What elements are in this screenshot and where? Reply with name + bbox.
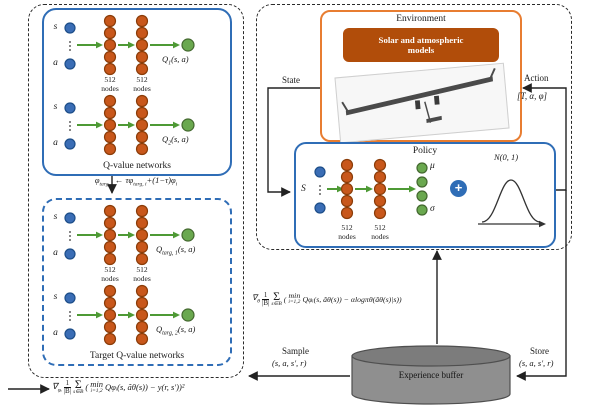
solar-atmospheric-models-box: Solar and atmospheric models bbox=[343, 28, 499, 62]
target-network-2-diagram bbox=[64, 284, 195, 346]
target-q-networks-box: s a Qtarg, 1(s, a) 512 nodes 512 nodes s… bbox=[42, 198, 232, 366]
q-network-2: s a Q2(s, a) bbox=[50, 94, 226, 158]
input-label-s: s bbox=[53, 22, 58, 32]
target-network-2: s a Qtarg, 2(s, a) bbox=[50, 284, 226, 348]
fraction: 1|B| bbox=[261, 290, 270, 307]
input-label-a: a bbox=[53, 328, 58, 338]
equation-body: Qφᵢ(s, ãθ(s)) − y(r, s′))² bbox=[104, 382, 185, 393]
solar-aircraft-image bbox=[334, 62, 510, 144]
nabla-term: ∇φᵢ bbox=[52, 380, 62, 394]
target-network-1-diagram bbox=[64, 204, 195, 266]
input-label-s: s bbox=[53, 212, 58, 222]
environment-title: Environment bbox=[396, 14, 446, 24]
equation-body: Qφᵢ(s, ãθ(s)) − αlogπθ(ãθ(s)|s)) bbox=[302, 294, 402, 304]
input-label-s: s bbox=[53, 102, 58, 112]
policy-network-diagram bbox=[314, 158, 428, 220]
policy-box: Policy S 512 nodes 512 nodes μ σ + N(0, … bbox=[294, 142, 556, 248]
target-network-1: s a Qtarg, 1(s, a) bbox=[50, 204, 226, 268]
experience-buffer: Experience buffer bbox=[350, 344, 512, 406]
q-network-2-diagram bbox=[64, 94, 195, 156]
buffer-label: Experience buffer bbox=[398, 370, 464, 380]
nodes-label: 512 nodes bbox=[133, 75, 151, 93]
environment-box: Environment Solar and atmospheric models bbox=[320, 10, 522, 144]
sample-tuple: (s, a, s′, r) bbox=[272, 358, 307, 368]
gaussian-label: N(0, 1) bbox=[494, 152, 519, 162]
plus-icon: + bbox=[450, 180, 467, 197]
critic-panel bbox=[28, 4, 244, 378]
target-networks-title: Target Q-value networks bbox=[89, 351, 185, 361]
action-arrow bbox=[522, 83, 567, 191]
q2-output-label: Q2(s, a) bbox=[162, 134, 189, 147]
fraction: 1|B| bbox=[63, 378, 72, 395]
q-networks-title: Q-value networks bbox=[103, 161, 171, 171]
sigma-label: σ bbox=[430, 204, 435, 214]
state-arrow bbox=[267, 87, 320, 197]
qtarg1-output-label: Qtarg, 1(s, a) bbox=[156, 244, 196, 257]
sample-label: Sample bbox=[282, 346, 309, 356]
gaussian-curve bbox=[478, 179, 546, 228]
aircraft-drawing bbox=[341, 68, 496, 123]
input-label-s: s bbox=[53, 292, 58, 302]
nodes-label: 512 nodes bbox=[371, 223, 389, 241]
store-label: Store bbox=[530, 346, 549, 356]
mu-label: μ bbox=[430, 161, 435, 171]
input-label-a: a bbox=[53, 248, 58, 258]
q-value-networks-box: s a Q1(s, a) 512 nodes 512 nodes s a Q2(… bbox=[42, 8, 232, 176]
q-network-1: s a Q1(s, a) bbox=[50, 14, 226, 78]
q-network-1-diagram bbox=[64, 14, 195, 76]
policy-title: Policy bbox=[412, 146, 438, 156]
buffer-cylinder bbox=[351, 345, 511, 405]
store-tuple: (s, a, s′, r) bbox=[519, 358, 554, 368]
store-arrow bbox=[516, 190, 567, 381]
target-update-equation: φtarg, i ← τφtarg, i+(1−τ)φi bbox=[94, 175, 178, 188]
action-label: Action bbox=[524, 73, 549, 83]
state-label: State bbox=[282, 75, 300, 85]
policy-input-label: S bbox=[301, 184, 306, 194]
actor-panel bbox=[256, 4, 572, 250]
input-label-a: a bbox=[53, 138, 58, 148]
action-value: [T, α, φ] bbox=[517, 91, 548, 101]
nabla-term: ∇θ bbox=[252, 293, 260, 305]
nodes-label: 512 nodes bbox=[101, 75, 119, 93]
q1-output-label: Q1(s, a) bbox=[162, 54, 189, 67]
qtarg2-output-label: Qtarg, 2(s, a) bbox=[156, 324, 196, 337]
nodes-label: 512 nodes bbox=[101, 265, 119, 283]
nodes-label: 512 nodes bbox=[338, 223, 356, 241]
nodes-label: 512 nodes bbox=[133, 265, 151, 283]
input-label-a: a bbox=[53, 58, 58, 68]
